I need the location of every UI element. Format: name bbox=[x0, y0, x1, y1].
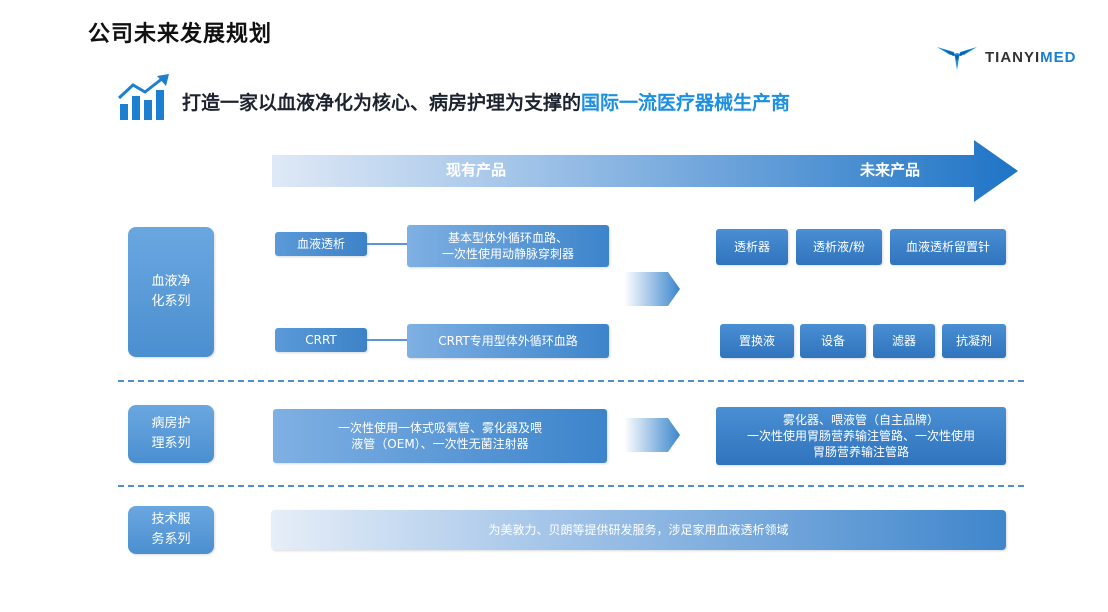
company-logo: TIANYIMED bbox=[937, 42, 1077, 72]
page-title: 公司未来发展规划 bbox=[88, 22, 273, 47]
category-tech-service: 技术服务系列 bbox=[128, 506, 214, 554]
future-product-equipment: 设备 bbox=[800, 324, 866, 358]
tianyi-bird-logo-icon bbox=[937, 47, 977, 70]
row-label-crrt: CRRT bbox=[275, 328, 367, 352]
tech-service-bar: 为美敦力、贝朗等提供研发服务，涉足家用血液透析领域 bbox=[271, 510, 1006, 550]
current-product-hemodialysis: 基本型体外循环血路、 一次性使用动静脉穿刺器 bbox=[407, 225, 609, 267]
future-product-indwelling-needle: 血液透析留置针 bbox=[890, 229, 1006, 265]
chevron-right-icon bbox=[624, 418, 680, 452]
section-divider bbox=[118, 485, 1024, 487]
category-blood-purification: 血液净化系列 bbox=[128, 227, 214, 357]
banner-current-label: 现有产品 bbox=[446, 161, 507, 179]
current-product-crrt: CRRT专用型体外循环血路 bbox=[407, 324, 609, 358]
future-product-anticoagulant: 抗凝剂 bbox=[942, 324, 1006, 358]
future-product-replacement-fluid: 置换液 bbox=[720, 324, 794, 358]
row-label-hemodialysis: 血液透析 bbox=[275, 232, 367, 256]
future-product-ward: 雾化器、喂液管（自主品牌） 一次性使用胃肠营养输注管路、一次性使用 胃肠营养输注… bbox=[716, 407, 1006, 465]
future-product-dialysate: 透析液/粉 bbox=[796, 229, 882, 265]
connector-line bbox=[367, 339, 407, 341]
chevron-right-icon bbox=[624, 272, 680, 306]
trend-chart-icon bbox=[117, 74, 169, 120]
logo-text: TIANYIMED bbox=[985, 48, 1077, 66]
future-product-dialyzer: 透析器 bbox=[716, 229, 788, 265]
connector-line bbox=[367, 243, 407, 245]
banner-future-label: 未来产品 bbox=[860, 161, 921, 179]
current-product-ward: 一次性使用一体式吸氧管、雾化器及喂 液管（OEM）、一次性无菌注射器 bbox=[273, 409, 607, 463]
section-divider bbox=[118, 380, 1024, 382]
category-ward-care: 病房护理系列 bbox=[128, 405, 214, 463]
timeline-banner-arrow bbox=[272, 140, 1018, 202]
subtitle: 打造一家以血液净化为核心、病房护理为支撑的国际一流医疗器械生产商 bbox=[182, 92, 791, 114]
future-product-filter: 滤器 bbox=[873, 324, 935, 358]
